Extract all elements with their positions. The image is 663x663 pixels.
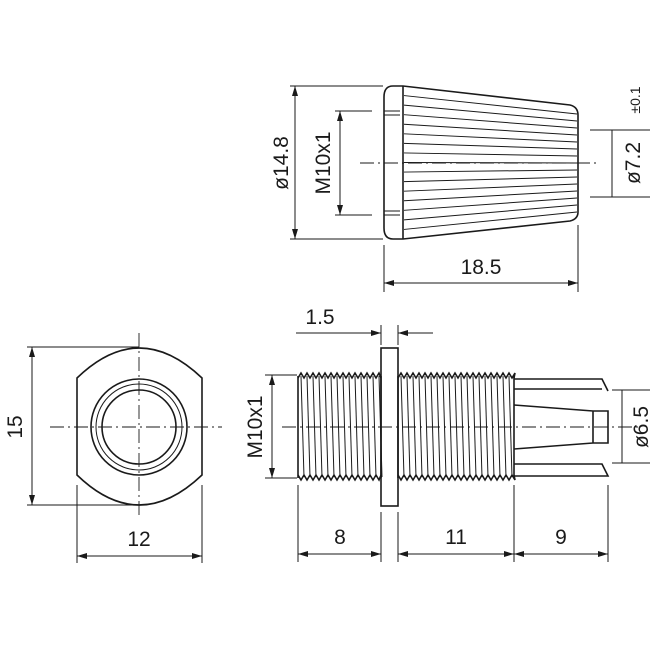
knob-top-view: ø14.8 M10x1 ø7.2 ±0.1 18.5 [270, 85, 650, 292]
thread-crest-top [297, 371, 382, 380]
dim-diameter-14-8: ø14.8 [270, 136, 293, 190]
thread-line [490, 375, 495, 478]
knob-rib [403, 197, 578, 211]
dim-width-12: 12 [127, 528, 150, 551]
dim-height-15: 15 [4, 415, 27, 438]
thread-line [336, 375, 341, 478]
thread-line [424, 375, 429, 478]
thread-line [324, 375, 329, 478]
knob-rib [403, 183, 578, 192]
knob-rib [403, 114, 578, 129]
thread-line [496, 375, 501, 478]
thread-line [442, 375, 447, 478]
end-view: 15 12 [4, 333, 222, 563]
knob-rib [403, 211, 578, 230]
thread-line [460, 375, 465, 478]
dim-thread-front-8: 8 [334, 526, 346, 549]
knob-rib [403, 142, 578, 150]
knob-rib [403, 152, 578, 157]
thread-line [312, 375, 317, 478]
thread-line [472, 375, 477, 478]
knob-rib [403, 123, 578, 136]
thread-line [400, 375, 405, 478]
thread-crest-top [397, 371, 516, 380]
thread-line [406, 375, 411, 478]
knob-rib [403, 190, 578, 202]
knob-rib [403, 95, 578, 115]
thread-line [508, 375, 513, 478]
thread-line [466, 375, 471, 478]
thread-line [412, 375, 417, 478]
dim-flange-1-5: 1.5 [305, 306, 334, 329]
thread-line [418, 375, 423, 478]
knob-rib [403, 204, 578, 221]
thread-line [318, 375, 323, 478]
thread-line [430, 375, 435, 478]
thread-line [448, 375, 453, 478]
dim-diameter-6-5: ø6.5 [630, 406, 653, 448]
knob-rib [403, 104, 578, 122]
thread-line [342, 375, 347, 478]
dim-diameter-7-2: ø7.2 [622, 142, 645, 184]
thread-line [306, 375, 311, 478]
dim-thread-top: M10x1 [312, 131, 335, 194]
knob-rib [403, 169, 578, 173]
knob-rib [403, 176, 578, 183]
thread-line [366, 375, 371, 478]
dim-collet-9: 9 [555, 526, 567, 549]
dim-tolerance: ±0.1 [627, 86, 643, 113]
side-view: 1.5 M10x1 ø6.5 8 11 9 [244, 306, 653, 562]
thread-line [348, 375, 353, 478]
thread-line [502, 375, 507, 478]
thread-line [372, 375, 377, 478]
thread-line [354, 375, 359, 478]
dim-thread-side: M10x1 [244, 395, 267, 458]
dim-length-18-5: 18.5 [461, 256, 502, 279]
thread-line [300, 375, 305, 478]
knob-rib [403, 133, 578, 143]
thread-line [360, 375, 365, 478]
thread-line [436, 375, 441, 478]
thread-line [484, 375, 489, 478]
thread-line [330, 375, 335, 478]
thread-line [454, 375, 459, 478]
thread-line [478, 375, 483, 478]
dim-thread-rear-11: 11 [445, 526, 467, 549]
